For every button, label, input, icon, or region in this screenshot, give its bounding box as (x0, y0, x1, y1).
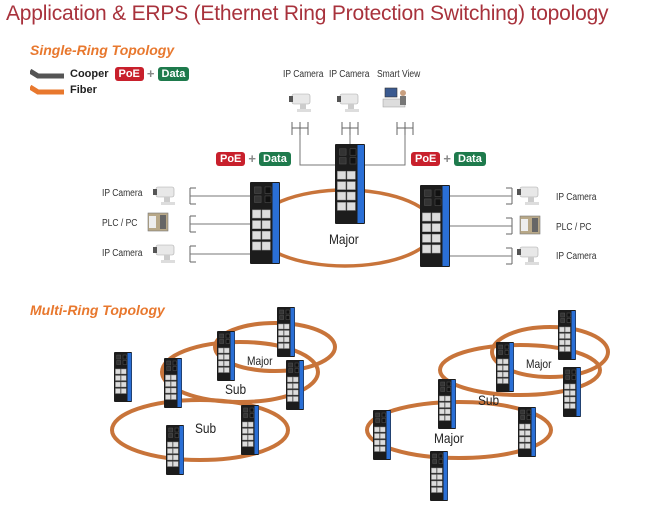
badge-group-right: PoE + Data (411, 151, 486, 166)
badge-group-left: PoE + Data (216, 151, 291, 166)
multi-left-label-sub: Sub (225, 381, 247, 397)
switch-icon (250, 182, 280, 264)
ip-camera-icon (517, 246, 539, 265)
legend-cooper-label: Cooper (70, 67, 109, 80)
page-title: Application & ERPS (Ethernet Ring Protec… (6, 2, 609, 25)
right-device-label: PLC / PC (556, 222, 592, 233)
multi-right-label-major: Major (434, 430, 464, 446)
ip-camera-icon (517, 186, 539, 205)
sub-ring (110, 398, 290, 462)
top-device-label: IP Camera (283, 69, 324, 80)
switch-icon (558, 310, 576, 360)
right-device-label: IP Camera (556, 251, 597, 262)
sub-ring (438, 343, 602, 397)
switch-icon (496, 342, 514, 392)
poe-badge: PoE (216, 151, 246, 166)
ip-camera-icon (289, 93, 311, 112)
major-ring (490, 325, 610, 379)
switch-icon (518, 407, 536, 457)
switch-icon (563, 367, 581, 417)
ip-camera-icon (337, 93, 359, 112)
legend-poe-badge: PoE (114, 66, 144, 81)
multi-right-label-sub: Sub (478, 392, 500, 408)
ip-camera-icon (153, 186, 175, 205)
legend-fiber-label: Fiber (70, 84, 97, 96)
multi-left-label-sub: Sub (195, 420, 217, 436)
switch-icon (373, 410, 391, 460)
cooper-line-icon (30, 68, 64, 78)
switch-icon (217, 331, 235, 381)
cooper-link (362, 135, 406, 166)
ip-camera-icon (153, 244, 175, 263)
cooper-link (299, 135, 335, 166)
single-ring-heading: Single-Ring Topology (30, 42, 175, 58)
switch-icon (241, 405, 259, 455)
top-device-label: IP Camera (329, 69, 370, 80)
left-device-label: IP Camera (102, 188, 143, 199)
switch-icon (114, 352, 132, 402)
legend-fiber: Fiber (30, 84, 97, 96)
plus-sign: + (248, 151, 256, 166)
switch-icon (420, 185, 450, 267)
legend-plus: + (146, 66, 155, 81)
legend-data-badge: Data (157, 66, 190, 81)
plus-sign: + (443, 151, 451, 166)
smart-view-workstation-icon (382, 87, 406, 108)
left-device-label: PLC / PC (102, 218, 138, 229)
switch-icon (430, 451, 448, 501)
single-ring-label: Major (329, 231, 359, 247)
major-ring (365, 400, 553, 460)
top-device-label: Smart View (377, 69, 421, 80)
right-device-label: IP Camera (556, 192, 597, 203)
switch-icon (286, 360, 304, 410)
switch-icon (335, 144, 365, 224)
switch-icon (164, 358, 182, 408)
legend-cooper: Cooper PoE + Data (30, 66, 190, 81)
major-ring (213, 321, 337, 373)
data-badge: Data (259, 151, 291, 166)
multi-right-label-major: Major (526, 357, 552, 371)
multi-left-label-major: Major (247, 354, 273, 368)
switch-icon (277, 307, 295, 357)
left-device-label: IP Camera (102, 248, 143, 259)
switch-icon (438, 379, 456, 429)
switch-icon (166, 425, 184, 475)
multi-ring-heading: Multi-Ring Topology (30, 302, 165, 318)
plc-icon (519, 215, 541, 235)
fiber-line-icon (30, 85, 64, 95)
data-badge: Data (454, 151, 486, 166)
poe-badge: PoE (411, 151, 441, 166)
plc-icon (147, 212, 169, 232)
